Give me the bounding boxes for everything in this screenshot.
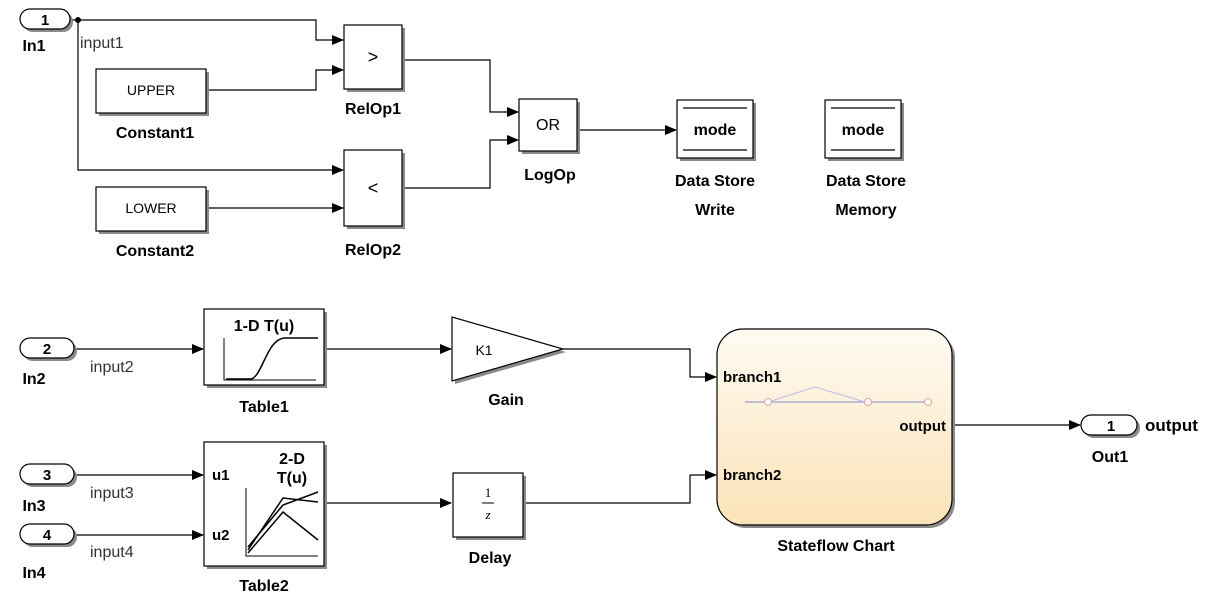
constant1-value: UPPER [127, 82, 175, 98]
inport-in1-number: 1 [41, 12, 49, 29]
logop-name: LogOp [524, 167, 576, 184]
constant1-block[interactable]: UPPER Constant1 [95, 68, 209, 142]
inport-in2-name: In2 [22, 371, 45, 388]
branch-point [75, 17, 81, 23]
gain-value: K1 [475, 342, 492, 358]
relop1-name: RelOp1 [345, 101, 401, 118]
signal-label-input2: input2 [90, 359, 134, 376]
table2-label-2: T(u) [277, 470, 307, 487]
outport-out1-number: 1 [1107, 418, 1115, 435]
wire-in1-relop2[interactable] [77, 20, 344, 175]
data-store-memory-block[interactable]: mode Data Store Memory [824, 99, 906, 219]
table2-label-1: 2-D [279, 451, 305, 468]
inport-in4-name: In4 [22, 565, 45, 582]
inport-in3-name: In3 [22, 498, 45, 515]
delay-numerator: 1 [485, 485, 492, 500]
table2-port-u2: u2 [212, 527, 230, 544]
outport-out1-name: Out1 [1092, 449, 1129, 466]
relop1-operator: > [368, 47, 379, 67]
inport-in1[interactable]: 1 In1 [19, 8, 73, 55]
stateflow-port-output: output [899, 418, 946, 435]
table1-name: Table1 [239, 399, 289, 416]
signal-label-input1: input1 [80, 35, 124, 52]
signal-label-input3: input3 [90, 485, 134, 502]
data-store-write-name-2: Write [695, 202, 735, 219]
wire-relop1-logop[interactable] [402, 59, 519, 117]
wires-top [70, 17, 677, 213]
inport-in4[interactable]: 4 In4 [19, 523, 77, 582]
wire-gain-chart[interactable] [563, 348, 717, 382]
table2-block[interactable]: 2-D T(u) u1 u2 Table2 [203, 441, 327, 595]
stateflow-port-branch1: branch1 [723, 369, 781, 386]
table2-port-u1: u1 [212, 467, 230, 484]
logop-operator: OR [536, 117, 560, 134]
logop-block[interactable]: OR LogOp [518, 98, 580, 184]
stateflow-chart-block[interactable]: branch1 branch2 output Stateflow Chart [716, 328, 955, 555]
gain-name: Gain [488, 392, 524, 409]
delay-denominator: z [484, 507, 490, 522]
inport-in1-name: In1 [22, 38, 45, 55]
data-store-memory-name-1: Data Store [826, 173, 906, 190]
stateflow-port-branch2: branch2 [723, 467, 781, 484]
table2-surface-icon [245, 488, 319, 557]
delay-name: Delay [469, 550, 512, 567]
data-store-memory-name-2: Memory [835, 202, 896, 219]
inport-in4-number: 4 [43, 527, 52, 544]
table1-label: 1-D T(u) [234, 318, 294, 335]
wire-relop2-logop[interactable] [402, 135, 519, 189]
relop1-block[interactable]: > RelOp1 [343, 24, 405, 118]
wires-bottom [76, 344, 1081, 540]
inport-in3[interactable]: 3 In3 [19, 463, 77, 515]
relop2-block[interactable]: < RelOp2 [343, 149, 405, 259]
relop2-operator: < [368, 178, 379, 198]
wire-delay-chart[interactable] [522, 470, 717, 504]
relop2-name: RelOp2 [345, 242, 401, 259]
constant2-block[interactable]: LOWER Constant2 [95, 186, 209, 260]
table1-block[interactable]: 1-D T(u) Table1 [203, 308, 327, 416]
signal-label-input4: input4 [90, 544, 134, 561]
data-store-write-name-1: Data Store [675, 173, 755, 190]
stateflow-mini-diagram [745, 386, 932, 406]
gain-block[interactable]: K1 Gain [451, 316, 566, 409]
stateflow-chart-name: Stateflow Chart [777, 538, 895, 555]
constant2-value: LOWER [125, 200, 176, 216]
delay-block[interactable]: 1 z Delay [452, 472, 526, 567]
constant2-name: Constant2 [116, 243, 194, 260]
data-store-write-label: mode [694, 122, 737, 139]
inport-in2-number: 2 [43, 341, 51, 358]
outport-out1-signal: output [1145, 416, 1198, 435]
outport-out1[interactable]: 1 output Out1 [1080, 414, 1198, 466]
table1-curve-icon [223, 337, 318, 381]
data-store-memory-label: mode [842, 122, 885, 139]
wire-constant1-relop1[interactable] [206, 65, 344, 91]
inport-in2[interactable]: 2 In2 [19, 337, 77, 388]
wire-in1-relop1[interactable] [70, 19, 344, 45]
inport-in3-number: 3 [43, 467, 51, 484]
table2-name: Table2 [239, 578, 289, 595]
data-store-write-block[interactable]: mode Data Store Write [675, 99, 756, 219]
constant1-name: Constant1 [116, 125, 194, 142]
